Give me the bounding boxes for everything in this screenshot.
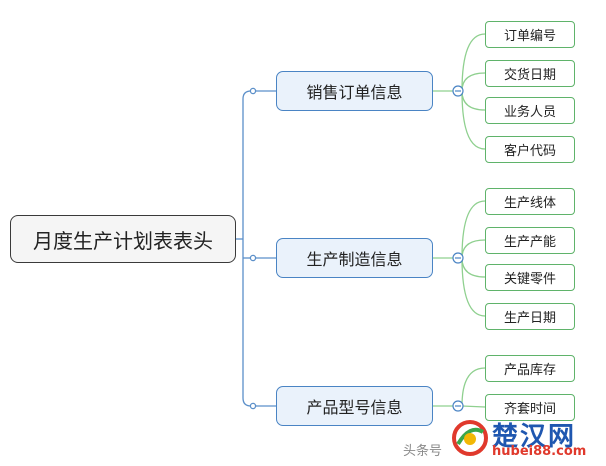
watermark-source-text: 头条号 [403,444,443,459]
site-logo-icon [452,420,488,456]
branch-node-sales-order[interactable]: 销售订单信息 [276,71,433,111]
leaf-node[interactable]: 客户代码 [485,136,575,163]
leaf-node[interactable]: 齐套时间 [485,394,575,421]
leaf-node[interactable]: 订单编号 [485,21,575,48]
leaf-node[interactable]: 生产线体 [485,188,575,215]
leaf-node[interactable]: 交货日期 [485,60,575,87]
branch-node-production[interactable]: 生产制造信息 [276,238,433,278]
watermark-site-url: hubei88.com [492,444,587,459]
leaf-node[interactable]: 生产日期 [485,303,575,330]
leaf-node[interactable]: 关键零件 [485,264,575,291]
branch-node-product-model[interactable]: 产品型号信息 [276,386,433,426]
leaf-node[interactable]: 业务人员 [485,97,575,124]
leaf-node[interactable]: 产品库存 [485,355,575,382]
root-node[interactable]: 月度生产计划表表头 [10,215,236,263]
collapse-toggle-icon [452,85,464,412]
leaf-node[interactable]: 生产产能 [485,227,575,254]
watermark-site-name: 楚汉网 [492,422,577,452]
